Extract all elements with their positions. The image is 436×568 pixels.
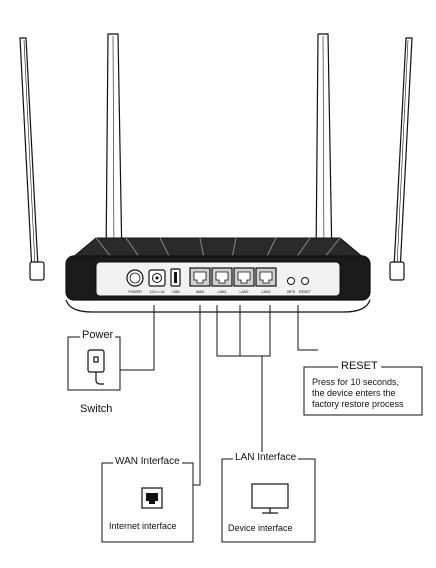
reset-description-line-3: factory restore process xyxy=(312,399,404,409)
power-callout-box xyxy=(67,336,121,391)
port-labels: POWER 12V==1A USB WAN LAN1 LAN2 LAN3 WPS… xyxy=(128,290,312,294)
reset-button-icon xyxy=(301,277,309,285)
power-callout-caption: Switch xyxy=(80,403,113,415)
power-callout-title: Power xyxy=(80,329,116,341)
port-label-usb: USB xyxy=(172,290,180,294)
dc-jack-icon xyxy=(148,269,166,287)
wps-button-icon xyxy=(287,277,295,285)
port-label-lan2: LAN2 xyxy=(240,290,249,294)
router-top xyxy=(70,237,366,259)
ethernet-port-icon xyxy=(233,267,255,287)
reset-callout-title: RESET xyxy=(338,361,381,372)
port-label-lan3: LAN3 xyxy=(262,290,271,294)
antenna-icon xyxy=(315,33,333,263)
lan-callout-caption: Device interface xyxy=(228,523,293,533)
antenna-icon xyxy=(19,37,45,281)
ethernet-port-icon xyxy=(255,267,277,287)
power-adapter-icon xyxy=(87,349,105,385)
port-label-power: POWER xyxy=(128,290,142,294)
ethernet-port-icon xyxy=(211,267,233,287)
antenna-icon xyxy=(105,33,123,263)
wan-callout-caption: Internet interface xyxy=(109,521,177,531)
port-label-dc: 12V==1A xyxy=(150,290,166,294)
antenna-icon xyxy=(389,37,413,281)
port-label-lan1: LAN1 xyxy=(218,290,227,294)
monitor-icon xyxy=(251,483,289,514)
port-label-reset: RESET xyxy=(299,290,312,294)
power-button-icon xyxy=(126,269,144,287)
wan-callout-title: WAN Interface xyxy=(113,456,182,467)
ethernet-jack-icon xyxy=(141,487,163,509)
port-label-wps: WPS xyxy=(287,290,296,294)
lan-callout-title: LAN Interface xyxy=(233,452,299,463)
port-label-wan: WAN xyxy=(196,290,205,294)
reset-description-line-2: the device enters the xyxy=(312,388,396,398)
ethernet-port-icon xyxy=(189,267,211,287)
usb-port-icon xyxy=(170,268,181,287)
connector-lines xyxy=(120,305,318,486)
reset-description-line-1: Press for 10 seconds, xyxy=(312,377,400,387)
